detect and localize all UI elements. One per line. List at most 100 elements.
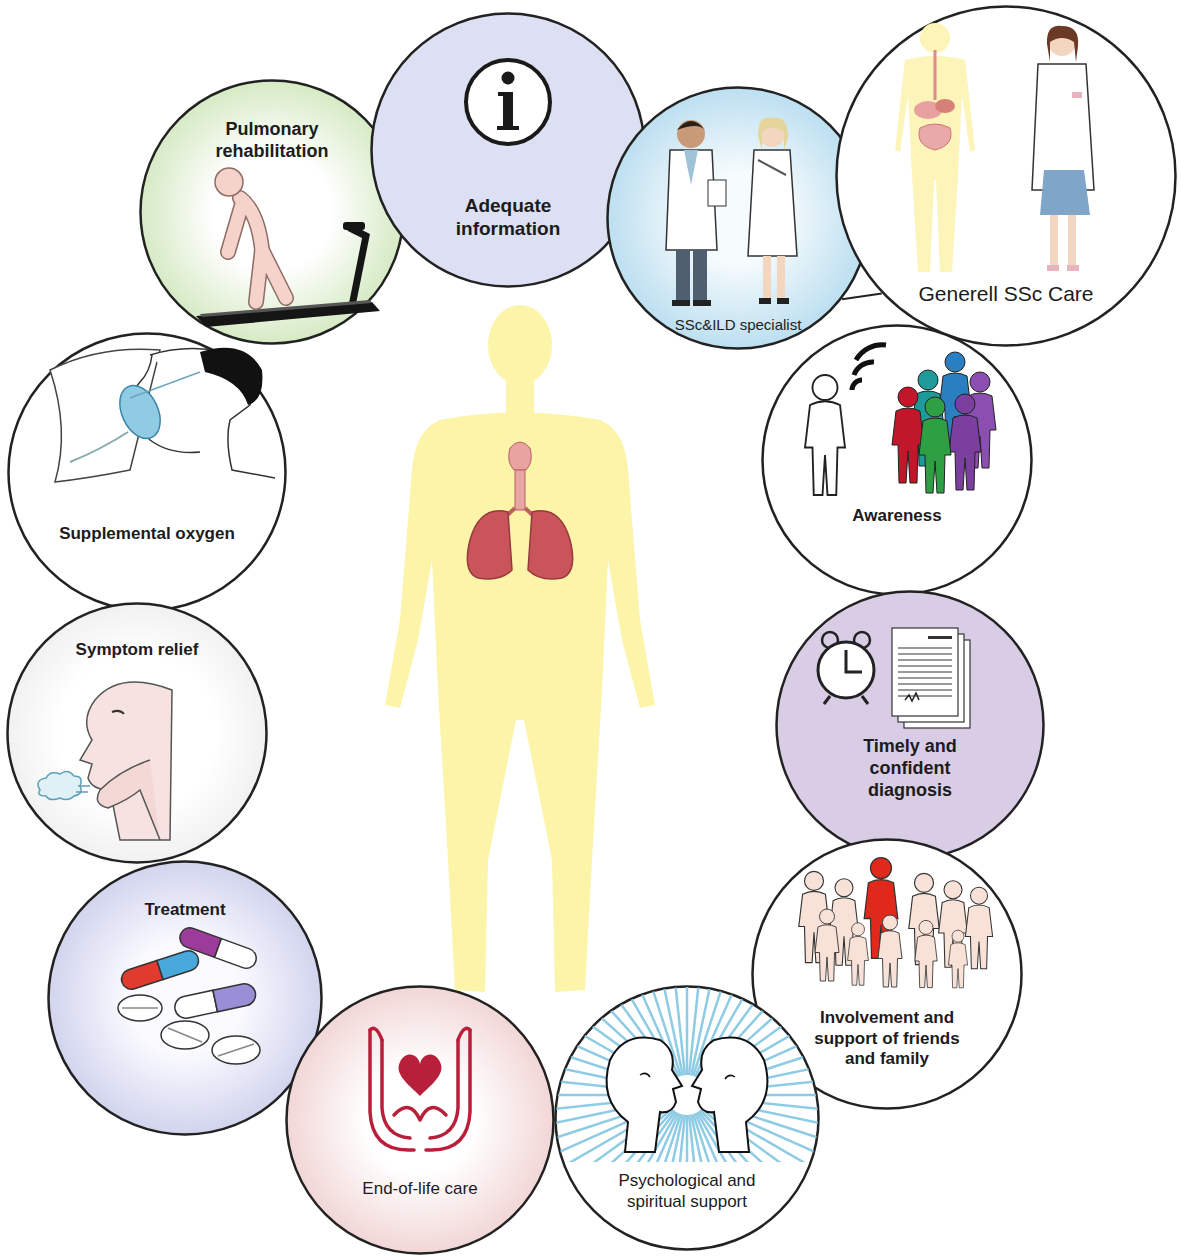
circle-label: Timely and confident diagnosis — [835, 736, 985, 802]
body-and-doctor-part — [1068, 215, 1076, 267]
circle-outline — [751, 838, 1023, 1110]
end-of-life-circle: End-of-life care — [285, 985, 555, 1255]
clock-and-report-part — [846, 650, 862, 672]
body-and-doctor-part — [1047, 265, 1059, 271]
body-silhouette-part — [385, 413, 655, 993]
info-icon — [466, 60, 550, 144]
circle-shape — [49, 862, 322, 1135]
clock-and-report-part-part — [898, 689, 952, 691]
circle-label: Adequate information — [413, 194, 603, 240]
clock-and-report-part-part — [898, 647, 952, 649]
doctors-part — [758, 160, 786, 175]
pills-part — [118, 995, 162, 1021]
psychological-circle: Psychological and spiritual support — [554, 985, 820, 1251]
circle-shape — [608, 88, 869, 349]
doctors-part — [777, 256, 785, 300]
circle-label: End-of-life care — [335, 1179, 505, 1200]
oxygen-patient-part — [70, 432, 128, 462]
airway-lungs-part — [509, 442, 532, 470]
doctors-part — [763, 256, 771, 300]
doctors-part — [693, 300, 711, 306]
body-silhouette — [385, 305, 655, 992]
circle-label: Involvement and support of friends and f… — [799, 1008, 975, 1070]
circle-shape — [8, 604, 267, 863]
circle-label: Supplemental oxygen — [29, 524, 265, 545]
pills-part — [168, 1028, 202, 1042]
clock-and-report-part — [892, 628, 958, 716]
family-circle: Involvement and support of friends and f… — [751, 838, 1023, 1110]
doctors-part — [759, 298, 771, 304]
doctors-part — [748, 150, 797, 256]
circle-shape — [837, 7, 1176, 346]
coughing-face-part — [112, 711, 124, 714]
circle-outline — [285, 985, 555, 1255]
body-and-doctor-part — [1040, 170, 1090, 215]
clock-and-report-part — [818, 642, 874, 698]
body-and-doctor-part — [935, 99, 955, 113]
circle-shape — [372, 14, 645, 287]
symptom-relief-circle: Symptom relief — [6, 602, 268, 864]
circle-shape — [556, 987, 819, 1250]
clock-and-report-part — [928, 636, 952, 639]
pills-part — [218, 1044, 254, 1056]
connector-line — [842, 293, 882, 299]
body-and-doctor-part — [920, 23, 950, 53]
doctors-part — [684, 150, 698, 185]
clock-and-report-part-part — [898, 659, 952, 661]
info-icon-part — [498, 92, 508, 96]
circle-outline — [606, 86, 870, 350]
doctors-part — [693, 250, 707, 302]
two-heads-part-part-part-part — [686, 980, 689, 1075]
info-icon-part — [502, 72, 515, 85]
body-silhouette-part — [506, 378, 534, 414]
clock-and-report-part-part — [898, 665, 952, 667]
circle-shape — [763, 326, 1032, 595]
treadmill-figure-part — [215, 168, 243, 196]
circle-label: Psychological and spiritual support — [597, 1171, 777, 1212]
doctors-part — [676, 250, 690, 302]
treadmill-figure-part — [343, 222, 365, 230]
body-and-doctor-part — [1067, 265, 1079, 271]
body-and-doctor-part — [1072, 92, 1082, 98]
info-icon-part — [503, 92, 513, 128]
two-heads-part-part-part-part — [686, 1115, 689, 1162]
clock-and-report-part-part — [898, 653, 952, 655]
general-care-circle: Generell SSc Care — [835, 5, 1177, 347]
clock-and-report-part-part — [898, 683, 952, 685]
clock-and-report-part-part — [898, 695, 952, 697]
clock-and-report-part — [898, 648, 952, 696]
body-and-doctor-part — [1050, 215, 1058, 267]
circle-label: SSc&ILD specialist — [650, 316, 826, 334]
oxygen-patient-part — [200, 348, 262, 405]
treatment-circle: Treatment — [47, 860, 323, 1136]
circle-outline — [370, 12, 646, 288]
airway-lungs — [467, 442, 572, 579]
clock-and-report-part — [905, 693, 919, 701]
body-and-doctor-part — [934, 50, 937, 100]
circle-shape — [287, 987, 554, 1254]
airway-lungs-part — [515, 470, 525, 510]
clock-and-report-part-part — [898, 671, 952, 673]
pills-part — [122, 1007, 158, 1009]
pulmonary-rehab-circle: Pulmonary rehabilitation — [139, 79, 405, 345]
circle-label: Symptom relief — [52, 640, 222, 661]
oxygen-circle: Supplemental oxygen — [7, 332, 287, 612]
airway-lungs-part — [467, 511, 512, 579]
circle-shape — [9, 334, 286, 611]
diagnosis-circle: Timely and confident diagnosis — [775, 590, 1045, 860]
info-icon-part — [466, 60, 550, 144]
doctors-part — [777, 298, 789, 304]
doctors-part — [708, 180, 726, 206]
info-icon-part — [497, 126, 519, 130]
circle-outline — [7, 332, 287, 612]
pills-part — [212, 1036, 260, 1064]
circle-shape — [141, 81, 404, 344]
circle-label: Treatment — [115, 900, 255, 921]
body-silhouette-part — [488, 305, 552, 385]
pills-part — [161, 1021, 209, 1049]
circle-shape — [777, 592, 1044, 859]
awareness-circle: Awareness — [761, 324, 1033, 596]
